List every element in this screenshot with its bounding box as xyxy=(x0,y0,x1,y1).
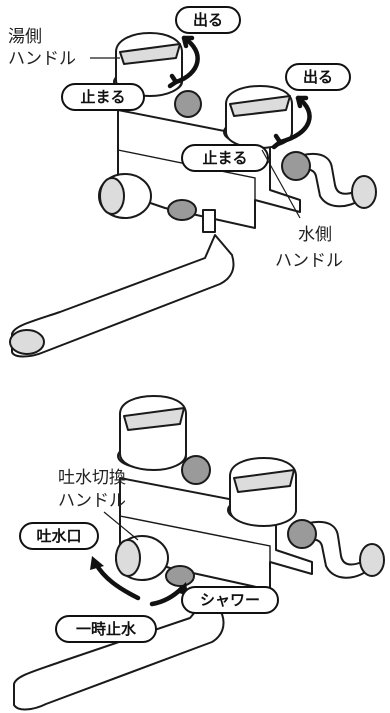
spout-arrowhead xyxy=(90,556,104,570)
shower-direction-arrow xyxy=(149,585,185,607)
top-hot-rotate-arrow xyxy=(173,35,200,85)
bottom-hot-handle xyxy=(119,395,187,471)
top-cold-arrowhead-open xyxy=(295,95,309,109)
switch-handle-label-line2: ハンドル xyxy=(58,491,126,511)
top-hot-handle-lever xyxy=(119,43,181,65)
hot-open-pill xyxy=(175,6,241,34)
hot-close-text: 止まる xyxy=(80,88,125,106)
pause-text: 一時止水 xyxy=(76,620,137,638)
top-cold-handle xyxy=(225,85,293,149)
cold-handle-label-line2: ハンドル xyxy=(275,251,343,271)
top-body-edge xyxy=(117,149,256,200)
switch-handle-label-line1: 吐水切換 xyxy=(58,468,126,488)
cold-close-text: 止まる xyxy=(202,149,247,167)
top-spout-outlet xyxy=(9,329,45,355)
hot-handle-label-line2: ハンドル xyxy=(8,49,76,69)
bottom-wall-flange xyxy=(359,543,385,577)
top-faucet-illustration xyxy=(9,32,377,358)
spout-badge: 吐水口 xyxy=(19,522,99,550)
top-spout xyxy=(11,234,235,358)
cold-handle-leader xyxy=(261,149,301,219)
spout-pill xyxy=(19,522,99,550)
bottom-cold-inlet-nut xyxy=(287,519,317,549)
cold-handle-label-line1: 水側 xyxy=(298,225,332,245)
shower-badge: シャワー xyxy=(181,586,279,614)
cold-close-badge: 止まる xyxy=(181,144,269,172)
top-cold-rotate-arrow xyxy=(277,95,312,145)
bottom-hot-inlet-nut xyxy=(181,455,211,485)
bottom-body-edge xyxy=(119,515,271,562)
top-hot-arrowhead-open xyxy=(181,35,195,49)
hot-close-pill xyxy=(61,83,145,111)
bottom-hot-handle-lever xyxy=(123,407,185,431)
bottom-faucet-illustration xyxy=(13,395,385,711)
top-wall-flange xyxy=(351,175,377,209)
top-cold-arrowhead-close xyxy=(271,133,283,150)
top-switch-nut xyxy=(167,199,197,221)
hot-handle-label-line1: 湯側 xyxy=(8,27,42,47)
shower-pill xyxy=(181,586,279,614)
top-drain-nozzle xyxy=(202,209,216,233)
top-switch-knob-face xyxy=(99,177,125,215)
top-cold-handle-lever xyxy=(229,95,291,117)
top-hot-inlet-nut xyxy=(174,90,202,118)
pause-pill xyxy=(55,615,157,643)
bottom-switch-nut xyxy=(165,565,195,587)
bottom-cold-handle-lever xyxy=(233,469,295,493)
hot-open-badge: 出る xyxy=(175,6,241,34)
bottom-spout xyxy=(13,599,225,711)
cold-open-badge: 出る xyxy=(285,63,351,91)
top-cold-inlet-nut xyxy=(281,151,311,181)
shower-text: シャワー xyxy=(200,591,260,609)
hot-close-badge: 止まる xyxy=(61,83,145,111)
cold-close-pill xyxy=(181,144,269,172)
top-hot-arrowhead-close xyxy=(167,73,179,89)
hot-open-text: 出る xyxy=(193,11,223,29)
spout-text: 吐水口 xyxy=(36,527,81,545)
cold-open-pill xyxy=(285,63,351,91)
pause-badge: 一時止水 xyxy=(55,615,157,643)
cold-open-text: 出る xyxy=(303,68,333,86)
switch-handle-leader xyxy=(103,511,139,541)
bottom-switch-knob-face xyxy=(115,539,141,577)
